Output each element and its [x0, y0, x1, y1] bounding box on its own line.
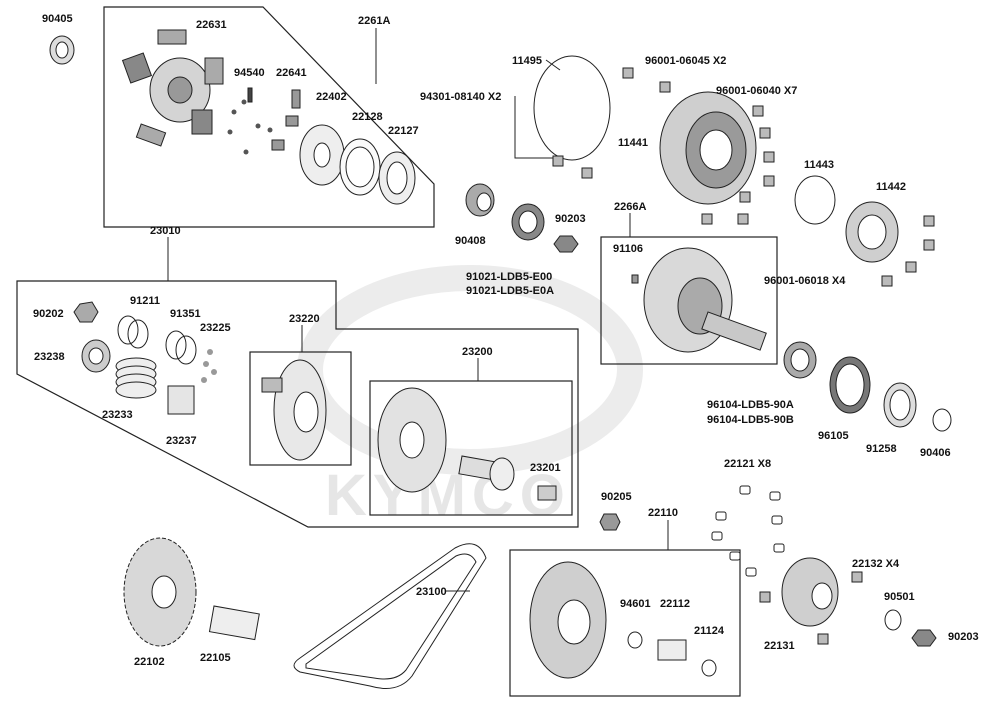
part-90405 — [49, 35, 75, 65]
label-22121: 22121 X8 — [724, 458, 771, 470]
part-90205 — [599, 513, 621, 531]
label-22131: 22131 — [764, 640, 795, 652]
label-90203-top: 90203 — [555, 213, 586, 225]
label-90203-bottom: 90203 — [948, 631, 979, 643]
label-96001-06018: 96001-06018 X4 — [764, 275, 846, 287]
watermark-text: KYMCO — [325, 463, 571, 528]
label-90405: 90405 — [42, 13, 73, 25]
label-96105: 96105 — [818, 430, 849, 442]
group-box-23200 — [369, 380, 573, 516]
label-23238: 23238 — [34, 351, 65, 363]
label-23201: 23201 — [530, 462, 561, 474]
part-drive-belt — [293, 543, 487, 689]
group-box-23220 — [249, 351, 352, 466]
label-2261A: 2261A — [358, 15, 390, 27]
label-91258: 91258 — [866, 443, 897, 455]
label-91106: 91106 — [613, 243, 643, 255]
part-cover-group — [533, 55, 935, 287]
label-90406: 90406 — [920, 447, 951, 459]
part-drive-face — [123, 537, 260, 647]
label-21124: 21124 — [694, 625, 725, 637]
label-11441: 11441 — [618, 137, 648, 149]
label-91211: 91211 — [130, 295, 160, 307]
label-22127: 22127 — [388, 125, 419, 137]
label-23237: 23237 — [166, 435, 197, 447]
label-90501: 90501 — [884, 591, 915, 603]
part-roller-weights — [711, 485, 785, 577]
part-clutch-assembly — [121, 29, 416, 205]
label-11443: 11443 — [804, 159, 834, 171]
part-driven-pulley-group — [73, 301, 557, 501]
part-clutch-drum — [631, 247, 767, 353]
label-23200: 23200 — [462, 346, 493, 358]
label-94301-08140: 94301-08140 X2 — [420, 91, 501, 103]
label-96001-06040: 96001-06040 X7 — [716, 85, 797, 97]
label-90408: 90408 — [455, 235, 486, 247]
label-94601: 94601 — [620, 598, 651, 610]
label-96001-06045: 96001-06045 X2 — [645, 55, 726, 67]
label-23220: 23220 — [289, 313, 320, 325]
part-ramp-plate — [759, 557, 937, 647]
label-90205: 90205 — [601, 491, 632, 503]
part-bearing-group — [465, 183, 579, 253]
label-22112: 22112 — [660, 598, 690, 610]
label-22128: 22128 — [352, 111, 383, 123]
brand-watermark: KYMCO — [297, 265, 643, 528]
label-23225: 23225 — [200, 322, 231, 334]
label-23233: 23233 — [102, 409, 133, 421]
part-movable-drive-face — [529, 561, 717, 679]
leader-lines — [167, 28, 669, 592]
label-22402: 22402 — [316, 91, 347, 103]
label-96104-90a: 96104-LDB5-90A — [707, 399, 794, 411]
label-90202: 90202 — [33, 308, 64, 320]
label-2266A: 2266A — [614, 201, 646, 213]
label-22102: 22102 — [134, 656, 165, 668]
label-94540: 94540 — [234, 67, 265, 79]
group-box-2266A — [600, 236, 778, 365]
group-box-22110 — [509, 549, 741, 697]
label-91021-e0a: 91021-LDB5-E0A — [466, 285, 554, 297]
label-11442: 11442 — [876, 181, 906, 193]
label-22631: 22631 — [196, 19, 227, 31]
label-96104-90b: 96104-LDB5-90B — [707, 414, 794, 426]
part-labels: 90405 22631 2261A 94540 22641 22402 2212… — [33, 13, 979, 668]
label-23100: 23100 — [416, 586, 447, 598]
label-22105: 22105 — [200, 652, 231, 664]
label-23010: 23010 — [150, 225, 181, 237]
group-box-23010 — [16, 280, 579, 528]
label-22132: 22132 X4 — [852, 558, 900, 570]
label-22110: 22110 — [648, 507, 678, 519]
label-91351: 91351 — [170, 308, 201, 320]
label-91021-e00: 91021-LDB5-E00 — [466, 271, 552, 283]
group-box-2261A — [103, 6, 435, 228]
label-22641: 22641 — [276, 67, 307, 79]
part-seal-group — [783, 341, 952, 432]
label-11495: 11495 — [512, 55, 542, 67]
